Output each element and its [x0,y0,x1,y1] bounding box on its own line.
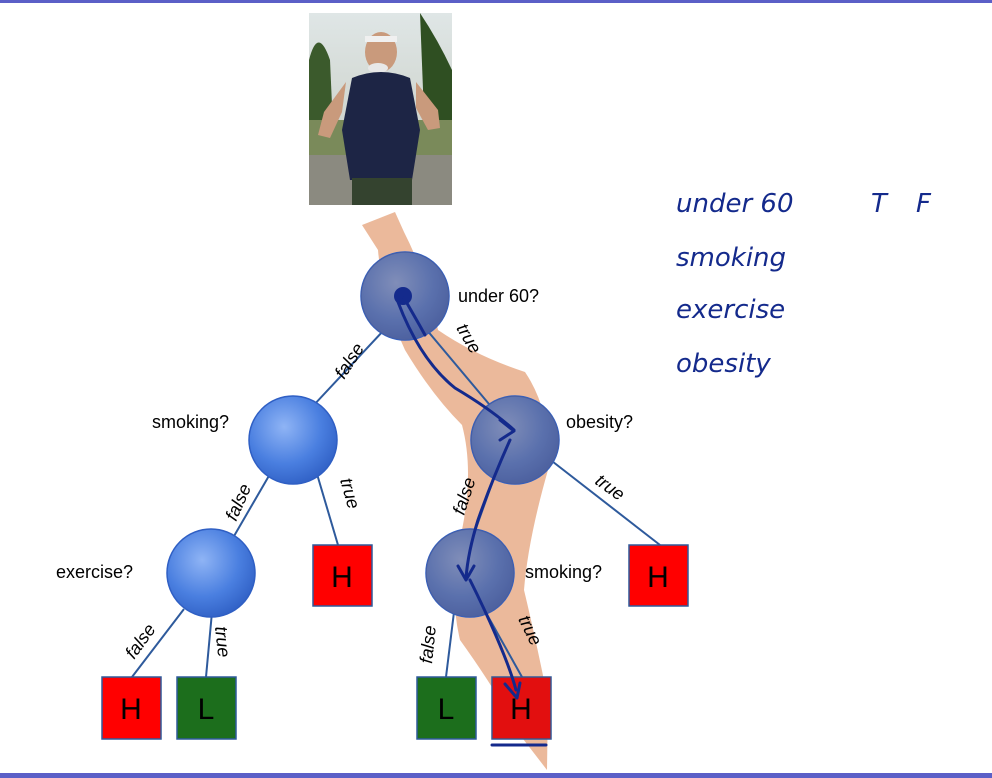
edge-label-smoking2-false: false [416,625,440,665]
top-rule [0,0,992,3]
svg-text:L: L [438,693,455,726]
handwritten-path-arrow [394,287,548,747]
svg-text:H: H [331,561,353,594]
node-obesity-highlight [471,396,559,484]
leaf-smoking2-true: H [491,676,552,740]
node-label-smoking-2: smoking? [525,562,602,582]
edge-label-exercise-true: true [211,625,234,658]
leaf-smoking2-false: L [416,676,477,740]
edge-label-root-false: false [331,339,368,382]
edge-root-false [311,329,385,408]
leaf-smoking-true: H [312,544,373,607]
path-highlight [362,212,549,770]
node-label-under-60: under 60? [458,286,539,306]
edge-exercise-true [205,611,213,678]
leaf-exercise-true: L [176,676,237,740]
node-label-obesity: obesity? [566,412,633,432]
node-exercise [166,528,256,618]
leaf-exercise-false: H [101,676,162,740]
handwritten-header-t: T [871,189,889,219]
edge-smoking-true [316,473,339,546]
node-label-smoking: smoking? [152,412,229,432]
node-obesity [470,395,560,485]
edge-label-smoking-false: false [221,481,255,524]
jogger-smoking-photo [309,13,452,205]
edge-label-exercise-false: false [121,620,160,663]
node-smoking [248,395,338,485]
svg-text:H: H [120,693,142,726]
edge-root-true [425,328,495,411]
handwritten-header-f: F [916,189,932,219]
edge-smoking-false [229,473,271,544]
edge-obesity-true [547,457,661,546]
edge-smoking2-false [445,611,455,678]
edge-exercise-false [131,608,185,678]
svg-text:H: H [647,561,669,594]
handwritten-feature-under-60: under 60 [676,189,794,219]
svg-text:H: H [510,693,532,726]
leaf-obesity-true: H [628,544,689,607]
handwritten-feature-obesity: obesity [676,349,771,379]
edge-label-obesity-true: true [592,470,629,504]
node-label-exercise: exercise? [56,562,133,582]
svg-text:L: L [198,693,215,726]
edge-label-smoking-true: true [336,476,364,511]
bottom-rule [0,773,992,778]
handwritten-feature-smoking: smoking [676,243,786,273]
handwritten-feature-exercise: exercise [676,295,785,325]
handwritten-feature-list: under 60 smoking exercise obesity T F [676,189,932,379]
